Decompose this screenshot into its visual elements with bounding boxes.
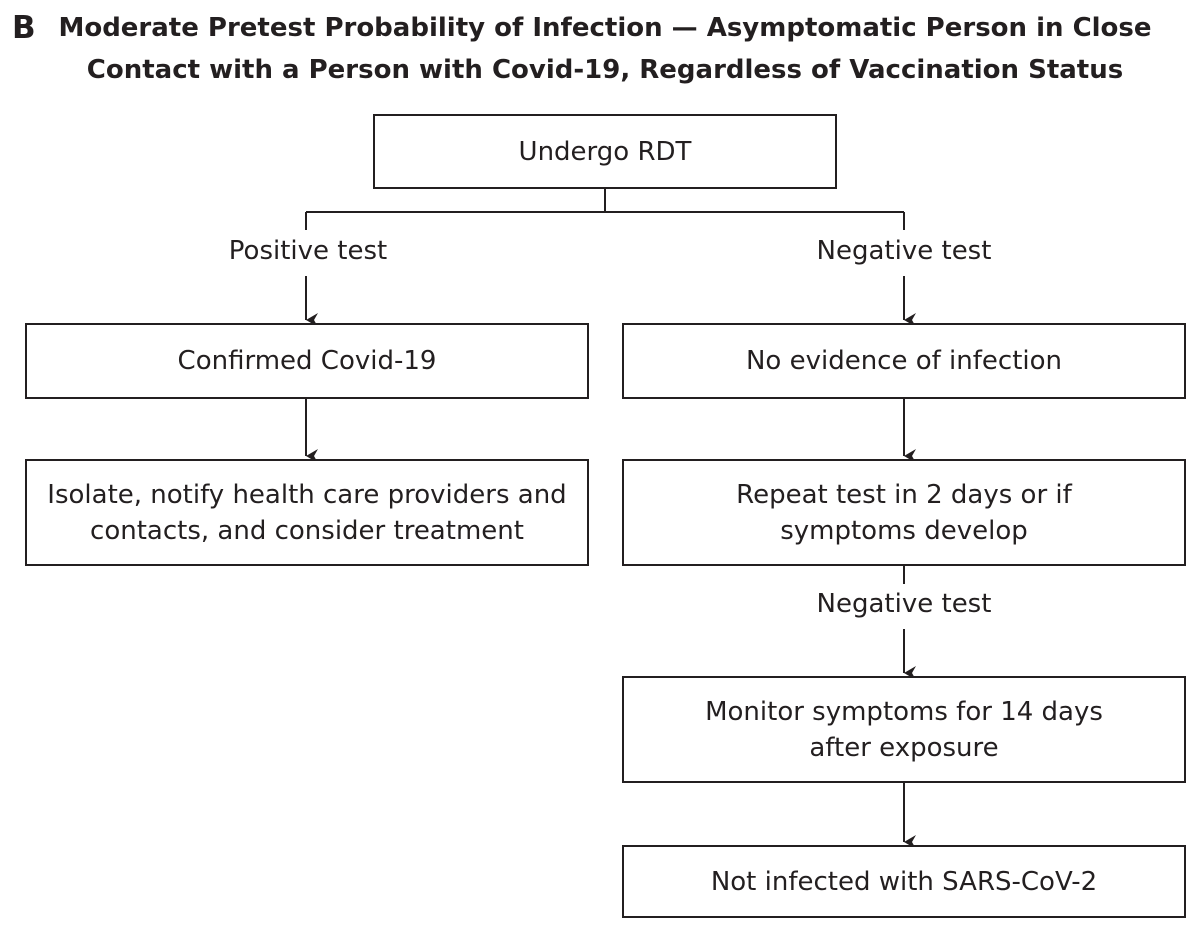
node-monitor-symptoms-line-1: Monitor symptoms for 14 days — [705, 696, 1103, 727]
node-repeat-test-line-1: Repeat test in 2 days or if — [736, 479, 1072, 510]
node-repeat-test: Repeat test in 2 days or if symptoms dev… — [622, 459, 1186, 566]
branch-label-positive: Positive test — [158, 233, 458, 269]
node-isolate-line-1: Isolate, notify health care providers an… — [47, 479, 567, 510]
branch-label-second-negative: Negative test — [754, 586, 1054, 622]
node-monitor-symptoms: Monitor symptoms for 14 days after expos… — [622, 676, 1186, 783]
node-not-infected: Not infected with SARS-CoV-2 — [622, 845, 1186, 918]
panel-letter: B — [12, 10, 36, 46]
node-monitor-symptoms-line-2: after exposure — [809, 732, 999, 763]
node-no-evidence: No evidence of infection — [622, 323, 1186, 399]
node-undergo-rdt-text: Undergo RDT — [518, 136, 692, 167]
branch-label-negative: Negative test — [754, 233, 1054, 269]
node-confirmed-covid-text: Confirmed Covid-19 — [177, 346, 437, 376]
node-undergo-rdt: Undergo RDT — [373, 114, 837, 189]
node-isolate-line-2: contacts, and consider treatment — [90, 515, 524, 546]
node-confirmed-covid: Confirmed Covid-19 — [25, 323, 589, 399]
figure-title-line-1: Moderate Pretest Probability of Infectio… — [58, 13, 1152, 43]
node-isolate: Isolate, notify health care providers an… — [25, 459, 589, 566]
node-repeat-test-line-2: symptoms develop — [780, 515, 1028, 546]
node-no-evidence-text: No evidence of infection — [745, 346, 1063, 376]
figure-title-line-2: Contact with a Person with Covid-19, Reg… — [86, 55, 1124, 85]
node-not-infected-text: Not infected with SARS-CoV-2 — [710, 866, 1098, 897]
